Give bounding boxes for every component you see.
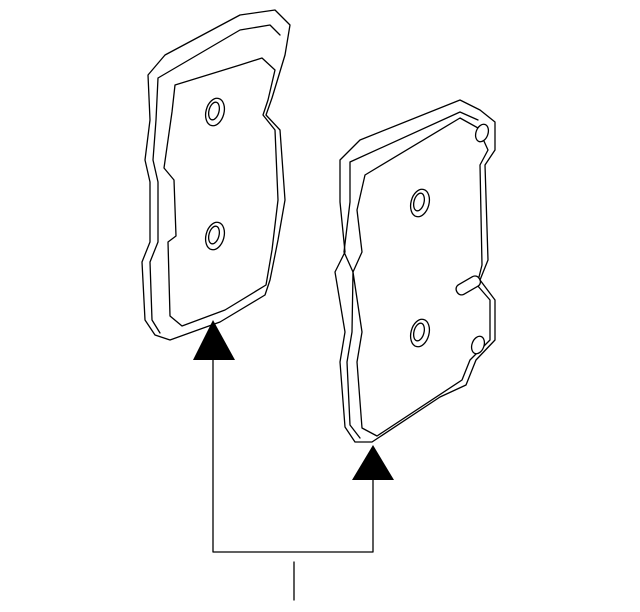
left-pad-hole-bottom-inner <box>207 225 221 245</box>
right-pad-edge-line <box>343 111 479 439</box>
leader-line <box>212 359 374 553</box>
left-pad-friction-face <box>163 57 279 327</box>
right-pad-hole-bottom-inner <box>412 322 426 342</box>
right-pad-mount-hole-top <box>474 123 490 143</box>
right-pad-hole-top-inner <box>412 192 426 212</box>
arrow-right-pad <box>352 445 394 480</box>
right-pad-slot <box>455 275 482 296</box>
left-pad-hole-top-inner <box>207 101 221 121</box>
left-pad-edge-line <box>149 24 281 334</box>
right-pad-friction-face <box>352 117 491 437</box>
arrow-left-pad <box>193 320 235 360</box>
right-pad-mount-hole-bottom <box>470 335 486 355</box>
callout-leader <box>193 320 394 601</box>
left-brake-pad <box>141 9 291 341</box>
right-brake-pad <box>334 99 496 443</box>
